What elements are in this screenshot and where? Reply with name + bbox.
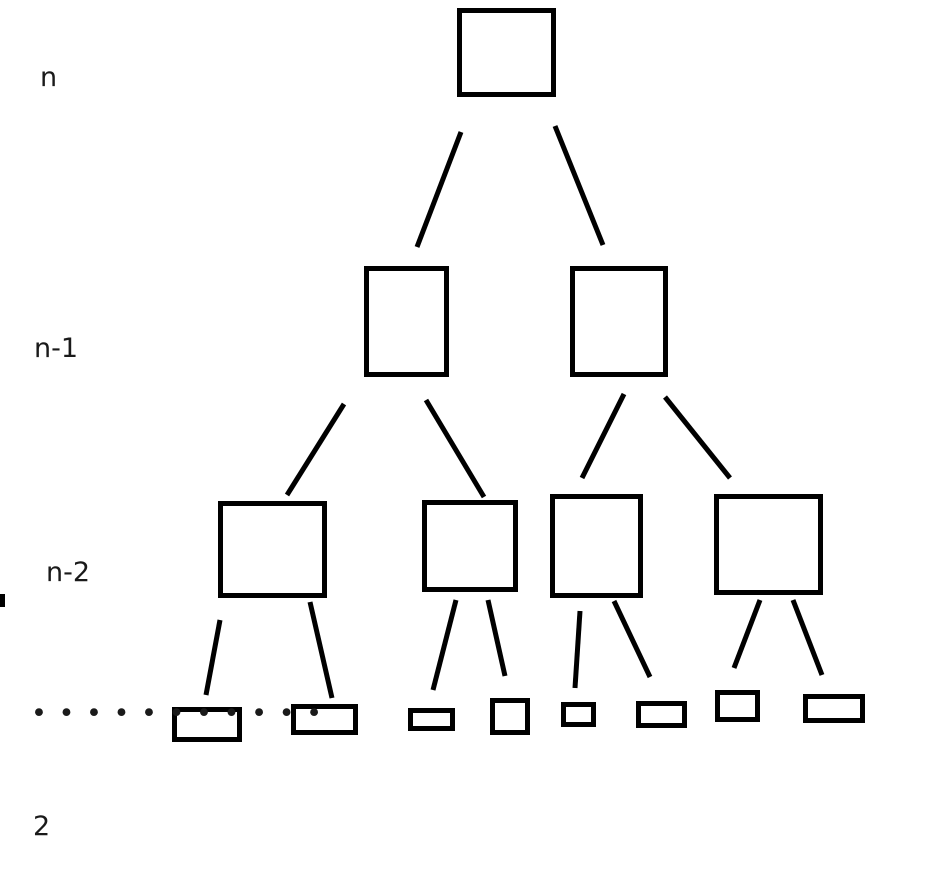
edge-l2-2-l3-4: [663, 395, 732, 480]
node-leaf-6[interactable]: [636, 701, 687, 728]
edge-l3-3-leaf-5: [572, 610, 583, 689]
edge-l3-3-leaf-6: [611, 599, 653, 679]
node-l3-2[interactable]: [422, 500, 518, 592]
left-margin-tick: [0, 594, 5, 607]
node-l2-1[interactable]: [364, 266, 449, 377]
edge-l3-4-leaf-8: [790, 599, 825, 676]
node-l3-1[interactable]: [218, 501, 327, 598]
edge-l3-1-leaf-2: [307, 601, 335, 699]
edge-l2-2-l3-3: [579, 392, 627, 480]
node-leaf-8[interactable]: [803, 694, 865, 723]
edges-group: [203, 125, 825, 699]
level-ellipsis-label: • • • • • • • • • • •: [31, 698, 324, 729]
level-n-label: n: [40, 62, 58, 93]
edge-l2-1-l3-1: [284, 402, 347, 497]
node-leaf-1[interactable]: [172, 707, 242, 742]
edge-l3-1-leaf-1: [203, 619, 223, 696]
edge-root-l2-2: [552, 125, 606, 246]
edge-l3-2-leaf-3: [430, 599, 459, 691]
node-leaf-5[interactable]: [561, 702, 596, 727]
node-l3-3[interactable]: [550, 494, 643, 598]
node-root[interactable]: [457, 8, 556, 97]
node-leaf-3[interactable]: [408, 708, 455, 731]
level-n-2-label: n-2: [46, 557, 91, 588]
node-leaf-7[interactable]: [715, 690, 760, 722]
node-l3-4[interactable]: [714, 494, 823, 595]
level-2-label: 2: [33, 811, 51, 842]
node-leaf-2[interactable]: [291, 704, 358, 735]
edge-l2-1-l3-2: [423, 398, 487, 499]
edge-l3-4-leaf-7: [731, 599, 763, 669]
node-leaf-4[interactable]: [490, 698, 530, 735]
level-n-1-label: n-1: [34, 333, 79, 364]
nodes-group: [172, 8, 865, 742]
edge-l3-2-leaf-4: [485, 599, 508, 677]
node-l2-2[interactable]: [570, 266, 668, 377]
edge-root-l2-1: [414, 131, 464, 248]
